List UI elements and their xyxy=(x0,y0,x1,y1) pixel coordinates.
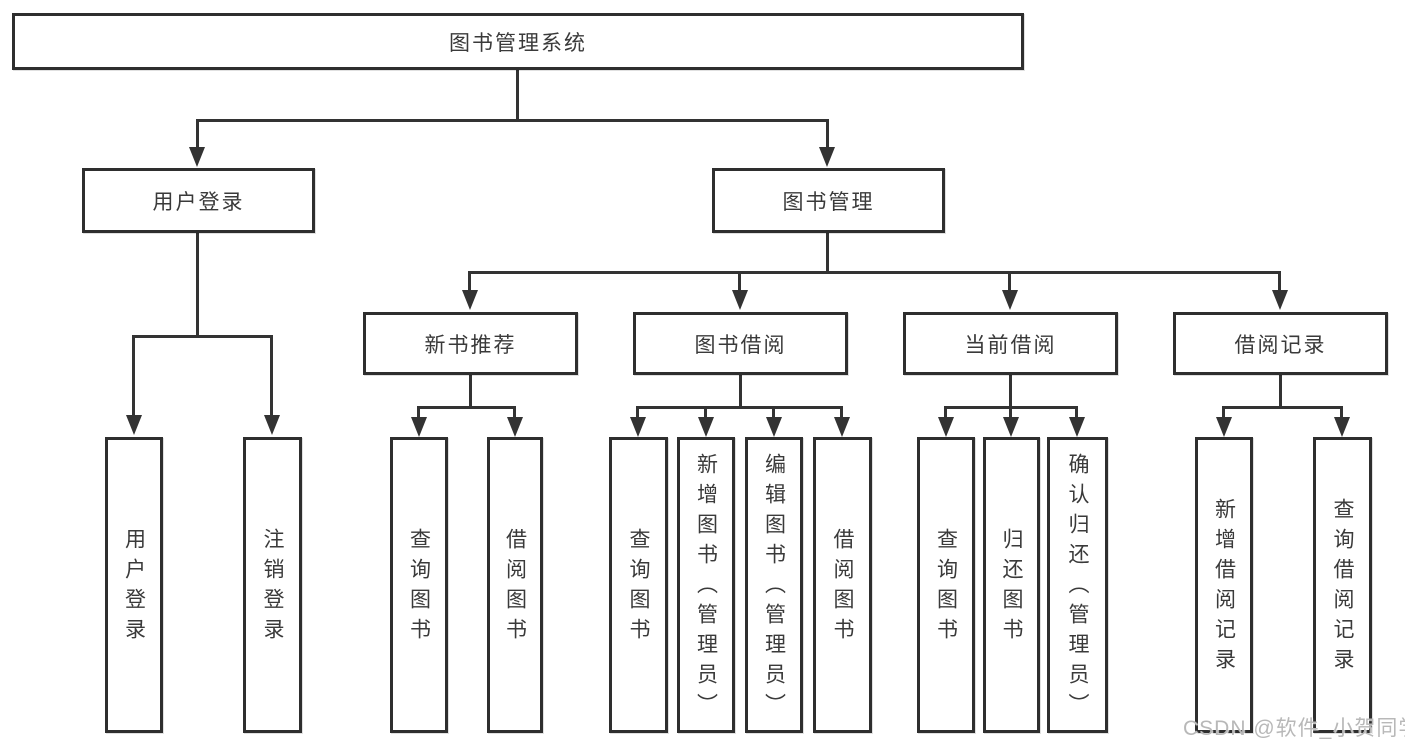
arrowhead-login-action xyxy=(126,415,142,435)
edge-drop-book-management xyxy=(826,119,829,149)
node-label: 新增借阅记录 xyxy=(1212,498,1236,678)
edge-root-stub xyxy=(516,70,519,121)
node-label: 新增图书（管理员） xyxy=(694,453,718,723)
node-label: 查询图书 xyxy=(934,528,958,648)
edge-records-bar xyxy=(1222,406,1343,409)
arrowhead-add-borrow-record xyxy=(1216,417,1232,437)
edge-drop-borrow-books-borrowing xyxy=(840,406,843,419)
node-label: 用户登录 xyxy=(152,190,245,214)
node-add-books-admin: 新增图书（管理员） xyxy=(677,437,735,733)
arrowhead-add-books-admin xyxy=(698,417,714,437)
node-label: 确认归还（管理员） xyxy=(1066,453,1089,723)
node-book-management: 图书管理 xyxy=(712,168,945,233)
node-return-books: 归还图书 xyxy=(983,437,1040,733)
edge-book-management-stub xyxy=(826,233,829,273)
edge-drop-borrowing-records xyxy=(1278,271,1281,292)
edge-drop-add-books-admin xyxy=(704,406,707,419)
arrowhead-query-books-current xyxy=(938,417,954,437)
node-query-borrow-record: 查询借阅记录 xyxy=(1313,437,1372,733)
arrowhead-current-borrowing xyxy=(1002,290,1018,310)
edge-drop-query-borrow-record xyxy=(1340,406,1343,419)
arrowhead-new-book-recommendation xyxy=(462,290,478,310)
node-borrow-books-borrowing: 借阅图书 xyxy=(813,437,872,733)
edge-drop-logout-action xyxy=(270,335,273,417)
node-label: 查询借阅记录 xyxy=(1331,498,1354,678)
edge-user-login-bar xyxy=(132,335,273,338)
node-borrow-books-recommend: 借阅图书 xyxy=(487,437,543,733)
arrowhead-query-books-borrowing xyxy=(630,417,646,437)
edge-root-bar xyxy=(196,119,829,122)
node-book-borrowing: 图书借阅 xyxy=(633,312,848,375)
node-label: 用户登录 xyxy=(122,528,146,648)
node-label: 新书推荐 xyxy=(424,333,517,357)
edge-records-stub xyxy=(1279,375,1282,408)
node-label: 查询图书 xyxy=(627,528,650,648)
edge-drop-login-action xyxy=(132,335,135,417)
edge-borrowing-bar xyxy=(636,406,843,409)
arrowhead-query-books-recommend xyxy=(411,417,427,437)
edge-drop-edit-books-admin xyxy=(772,406,775,419)
edge-drop-user-login xyxy=(196,119,199,149)
node-query-books-borrowing: 查询图书 xyxy=(609,437,668,733)
node-add-borrow-record: 新增借阅记录 xyxy=(1195,437,1253,733)
edge-drop-confirm-return-admin xyxy=(1075,406,1078,419)
node-label: 借阅图书 xyxy=(503,528,527,648)
node-label: 查询图书 xyxy=(407,528,431,648)
edge-user-login-stub xyxy=(196,233,199,337)
node-label: 编辑图书（管理员） xyxy=(762,453,786,723)
arrowhead-confirm-return-admin xyxy=(1069,417,1085,437)
arrowhead-borrowing-records xyxy=(1272,290,1288,310)
node-label: 借阅记录 xyxy=(1234,333,1327,357)
edge-drop-return-books xyxy=(1009,406,1012,419)
edge-borrowing-stub xyxy=(739,375,742,408)
arrowhead-user-login xyxy=(189,147,205,167)
node-query-books-current: 查询图书 xyxy=(917,437,975,733)
edge-drop-book-borrowing xyxy=(738,271,741,292)
node-query-books-recommend: 查询图书 xyxy=(390,437,448,733)
arrowhead-book-borrowing xyxy=(732,290,748,310)
node-label: 借阅图书 xyxy=(831,528,854,648)
edge-drop-query-books-borrowing xyxy=(636,406,639,419)
arrowhead-logout-action xyxy=(264,415,280,435)
node-label: 图书管理系统 xyxy=(449,31,587,55)
node-label: 注销登录 xyxy=(261,528,284,648)
edge-drop-add-borrow-record xyxy=(1222,406,1225,419)
arrowhead-borrow-books-recommend xyxy=(507,417,523,437)
arrowhead-borrow-books-borrowing xyxy=(834,417,850,437)
arrowhead-edit-books-admin xyxy=(766,417,782,437)
edge-recommend-bar xyxy=(417,406,516,409)
node-label: 当前借阅 xyxy=(964,333,1057,357)
edge-book-management-bar xyxy=(468,271,1281,274)
csdn-watermark: CSDN @软件_小贺同学 xyxy=(1183,717,1405,740)
node-edit-books-admin: 编辑图书（管理员） xyxy=(745,437,803,733)
node-current-borrowing: 当前借阅 xyxy=(903,312,1118,375)
node-new-book-recommendation: 新书推荐 xyxy=(363,312,578,375)
node-label: 归还图书 xyxy=(1000,528,1023,648)
edge-drop-current-borrowing xyxy=(1008,271,1011,292)
edge-current-stub xyxy=(1009,375,1012,408)
edge-drop-borrow-books-recommend xyxy=(513,406,516,419)
node-user-login: 用户登录 xyxy=(82,168,315,233)
node-borrowing-records: 借阅记录 xyxy=(1173,312,1388,375)
edge-recommend-stub xyxy=(469,375,472,408)
arrowhead-return-books xyxy=(1003,417,1019,437)
edge-drop-query-books-current xyxy=(944,406,947,419)
node-logout-action: 注销登录 xyxy=(243,437,302,733)
arrowhead-book-management xyxy=(819,147,835,167)
arrowhead-query-borrow-record xyxy=(1334,417,1350,437)
node-label: 图书借阅 xyxy=(694,333,787,357)
edge-drop-query-books-recommend xyxy=(417,406,420,419)
edge-drop-new-book-recommendation xyxy=(468,271,471,292)
node-label: 图书管理 xyxy=(782,190,875,214)
node-confirm-return-admin: 确认归还（管理员） xyxy=(1047,437,1108,733)
node-library-management-system: 图书管理系统 xyxy=(12,13,1024,70)
node-user-login-action: 用户登录 xyxy=(105,437,163,733)
